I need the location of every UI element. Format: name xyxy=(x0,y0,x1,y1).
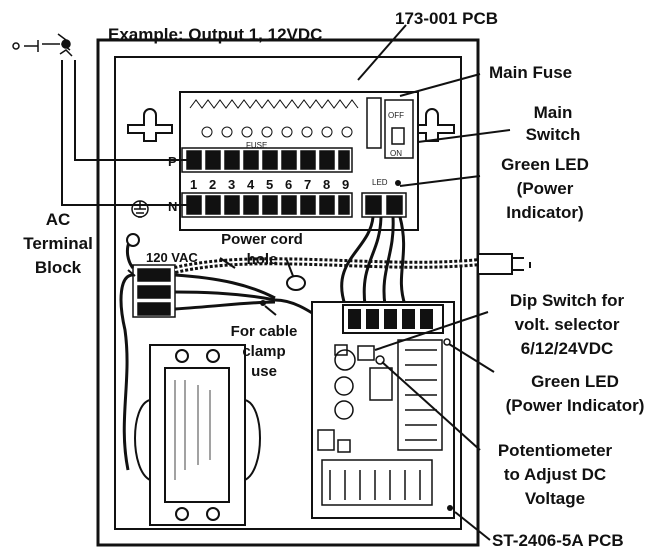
terminal-letter-p: P xyxy=(168,154,177,169)
keyhole-left xyxy=(127,108,173,142)
power-cord-hole-label-2: hole xyxy=(247,251,278,268)
ac-terminal-block xyxy=(132,264,176,318)
enclosure-outer xyxy=(96,38,480,547)
load-device-icon xyxy=(12,33,73,57)
ac-terminal-label-3: Block xyxy=(35,258,82,277)
terminal-number: 8 xyxy=(323,177,330,192)
terminal-number: 2 xyxy=(209,177,216,192)
terminal-number: 3 xyxy=(228,177,235,192)
main-switch-label-2: Switch xyxy=(526,125,581,144)
terminal-numbers: 1 2 3 4 5 6 7 8 9 xyxy=(190,177,349,192)
cable-clamp-label-2: clamp xyxy=(242,343,285,360)
dip-switch-box xyxy=(357,345,375,361)
green-led-bottom-label-2: (Power Indicator) xyxy=(506,396,645,415)
power-cord-hole-label-1: Power cord xyxy=(221,231,303,248)
terminal-row-n xyxy=(181,192,353,218)
leader-lines xyxy=(127,24,511,541)
dip-switch-label-3: 6/12/24VDC xyxy=(521,339,614,358)
board-fuse-text: FUSE xyxy=(246,141,267,150)
green-led-bottom-label-1: Green LED xyxy=(531,372,619,391)
terminal-number: 6 xyxy=(285,177,292,192)
ac-lug xyxy=(126,233,140,247)
switch-on-text: ON xyxy=(390,149,402,158)
power-cord-hole xyxy=(286,275,306,291)
green-led-top-dot xyxy=(395,180,401,186)
green-led-top-label-2: (Power xyxy=(517,179,574,198)
green-led-bottom-dot xyxy=(443,338,451,346)
dip-switch-label-2: volt. selector xyxy=(515,315,620,334)
terminal-number: 4 xyxy=(247,177,255,192)
switch-off-text: OFF xyxy=(388,111,404,120)
board-led-text: LED xyxy=(372,178,388,187)
pcb-bottom-label: ST-2406-5A PCB xyxy=(492,531,624,550)
ac-terminal-label-2: Terminal xyxy=(23,234,93,253)
potentiometer-label-3: Voltage xyxy=(525,489,585,508)
cable-clamp-label-3: use xyxy=(251,363,277,380)
green-led-top-label-1: Green LED xyxy=(501,155,589,174)
terminal-number: 9 xyxy=(342,177,349,192)
enclosure-inner xyxy=(114,56,462,530)
ac-terminal-label-1: AC xyxy=(46,210,71,229)
cable-clamp-dot xyxy=(260,300,266,306)
terminal-letter-n: N xyxy=(168,199,177,214)
terminal-row-p xyxy=(181,147,353,173)
st-board-terminals xyxy=(348,309,433,329)
dc-supply-wires xyxy=(340,216,407,306)
st-board-components xyxy=(317,339,443,506)
example-output-wires xyxy=(61,60,194,206)
vac-label: 120 VAC xyxy=(146,250,198,265)
main-switch-label-1: Main xyxy=(534,103,573,122)
terminal-number: 1 xyxy=(190,177,197,192)
cable-clamp-label-1: For cable xyxy=(231,323,298,340)
keyhole-right xyxy=(409,108,455,142)
pcb-input-terminals xyxy=(361,192,407,218)
main-fuse-holder xyxy=(366,97,382,149)
green-led-top-label-3: Indicator) xyxy=(506,203,583,222)
fuse-row xyxy=(189,99,359,138)
terminal-number: 5 xyxy=(266,177,273,192)
power-cord xyxy=(174,257,481,274)
transformer-label-lines xyxy=(174,380,211,480)
ground-symbol xyxy=(131,200,149,218)
terminal-number: 7 xyxy=(304,177,311,192)
main-switch-toggle xyxy=(391,127,405,145)
pcb-top-label: 173-001 PCB xyxy=(395,9,498,28)
main-fuse-label: Main Fuse xyxy=(489,63,572,82)
potentiometer-label-1: Potentiometer xyxy=(498,441,613,460)
pcb-bottom-screw xyxy=(447,505,453,511)
potentiometer-label-2: to Adjust DC xyxy=(504,465,606,484)
example-label: Example: Output 1, 12VDC xyxy=(108,25,322,44)
dip-switch-label-1: Dip Switch for xyxy=(510,291,625,310)
plug-icon xyxy=(477,253,531,275)
